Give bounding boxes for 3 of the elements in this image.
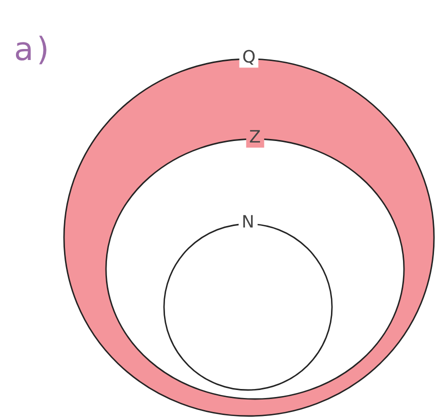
set-label: Z xyxy=(246,128,264,148)
part-label: a) xyxy=(14,30,52,68)
set-label: Q xyxy=(239,48,259,68)
